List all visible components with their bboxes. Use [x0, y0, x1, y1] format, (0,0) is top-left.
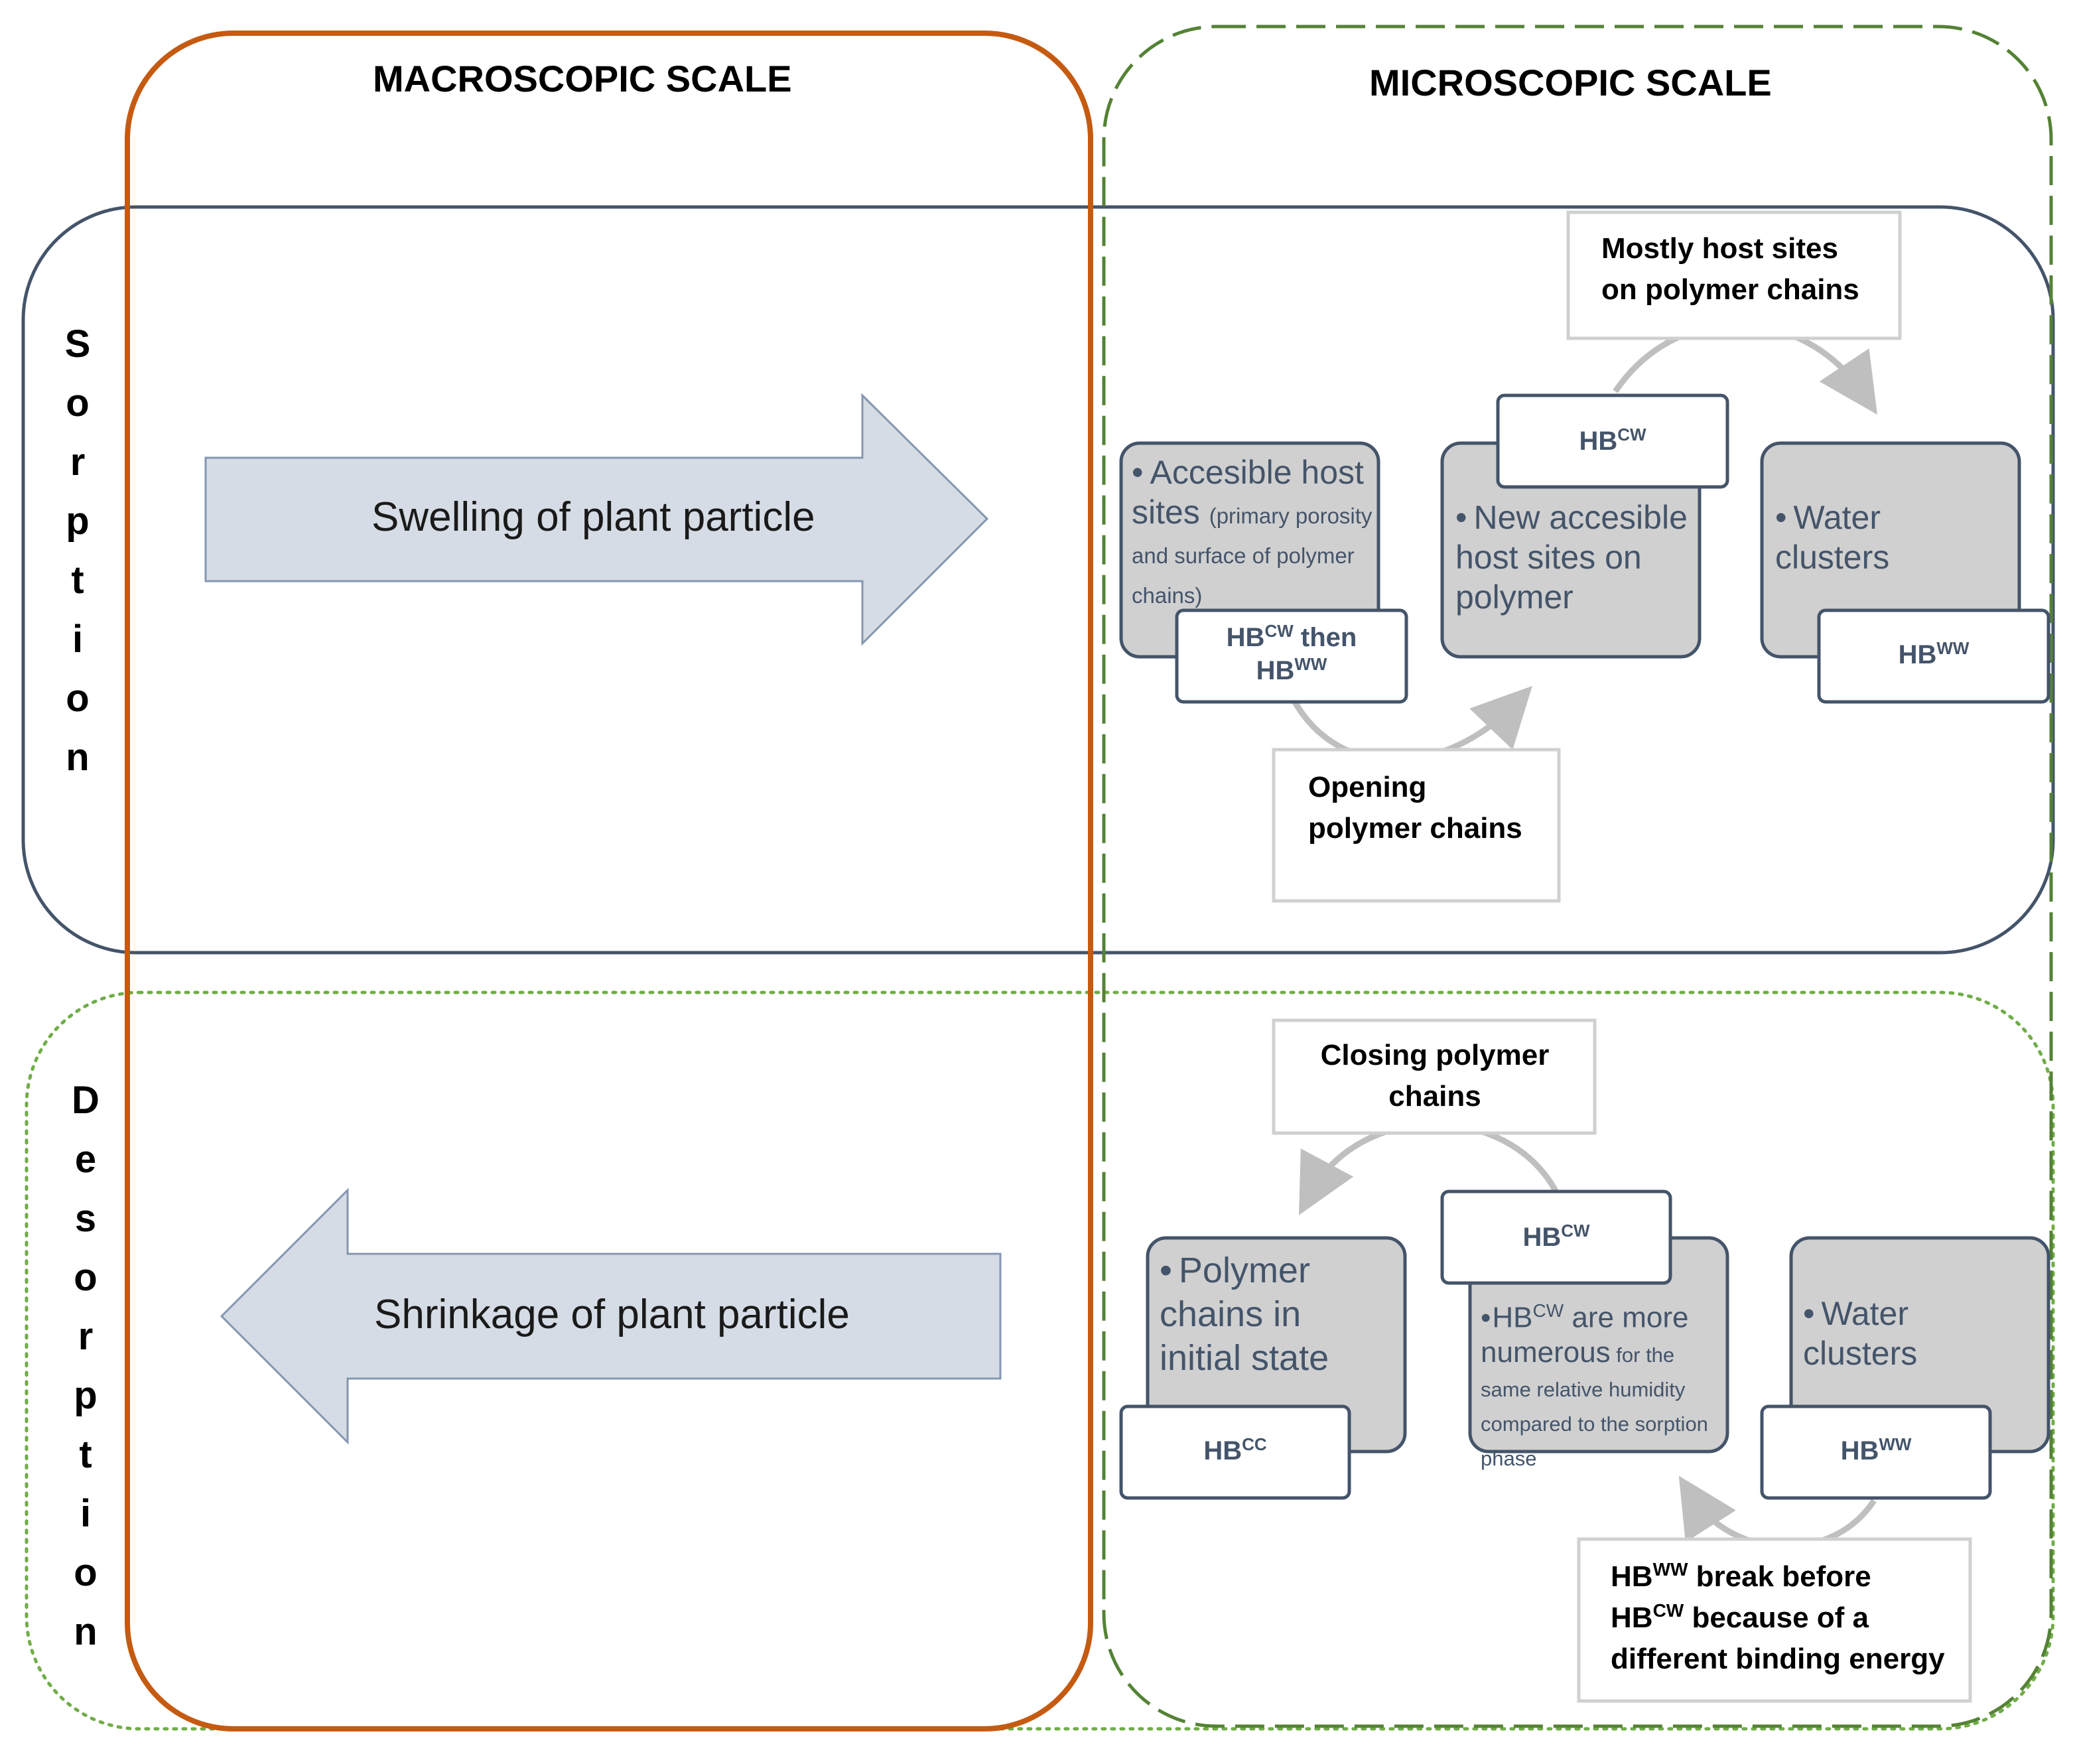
note-box-closing [1272, 1018, 1597, 1135]
note-break: HBWW break before HBCW because of a diff… [1611, 1556, 1956, 1680]
note-box-mostly [1566, 210, 1902, 340]
sorption-node-1-text: •Accesible host sites (primary porosity … [1132, 452, 1374, 612]
hb-label: HB [1611, 1601, 1653, 1634]
microscopic-column-frame [1102, 25, 2053, 1728]
desorption-letter: o [74, 1256, 98, 1299]
hb-sup: CW [1532, 1300, 1564, 1321]
desorption-node-2-hb-lead: HB [1492, 1301, 1533, 1334]
sorption-node-1-hb-box [1175, 608, 1408, 704]
bullet-icon: • [1775, 499, 1787, 536]
bullet-icon: • [1455, 499, 1467, 536]
hb-then: then [1293, 623, 1357, 652]
hb-sup: WW [1879, 1434, 1912, 1454]
sorption-node-3-label: Water clusters [1775, 499, 1890, 576]
bullet-icon: • [1160, 1251, 1172, 1290]
desorption-letter: s [74, 1197, 97, 1240]
desorption-node-1-hb-box [1119, 1404, 1351, 1500]
desorption-node-2-text: •HBCW are more numerous for the same rel… [1481, 1294, 1721, 1473]
hb-label: HB [1840, 1436, 1879, 1465]
hb-label: HB [1579, 427, 1618, 456]
hb-label: HB [1898, 640, 1937, 669]
desorption-node-3-hb-box [1760, 1404, 1992, 1500]
sorption-row-label: S o r p t i o n [61, 314, 94, 787]
note-mostly: Mostly host sites on polymer chains [1601, 232, 1859, 306]
sorption-letter: i [72, 618, 84, 661]
macroscopic-column-frame [125, 31, 1093, 1731]
desorption-letter: n [74, 1610, 98, 1653]
hb-sup: CW [1561, 1221, 1590, 1241]
desorption-letter: r [78, 1315, 94, 1358]
note-break-text-1: break before [1688, 1560, 1871, 1593]
desorption-letter: p [74, 1374, 98, 1417]
bullet-icon: • [1132, 454, 1144, 491]
sorption-node-2-hb: HBCW [1498, 425, 1727, 458]
desorption-node-1-label: Polymer chains in initial state [1160, 1251, 1329, 1378]
sorption-letter: n [66, 736, 90, 779]
bullet-icon: • [1481, 1301, 1491, 1334]
note-break-text-2: because of a different binding energy [1611, 1601, 1945, 1675]
sorption-node-2-text: •New accesible host sites on polymer [1455, 498, 1694, 617]
desorption-node-3-text: •Water clusters [1803, 1294, 2029, 1373]
note-box-opening [1272, 748, 1561, 903]
swelling-label: Swelling of plant particle [371, 494, 815, 540]
hb-label: HB [1522, 1223, 1562, 1252]
desorption-node-1-text: •Polymer chains in initial state [1160, 1249, 1392, 1380]
desorption-node-2-hb-box [1440, 1189, 1672, 1285]
desorption-node-3-hb: HBWW [1762, 1434, 1990, 1467]
bullet-icon: • [1803, 1295, 1815, 1332]
sorption-node-1-small: (primary porosity and surface of polymer… [1132, 504, 1373, 608]
sorption-node-1-main: Accesible host sites [1132, 454, 1364, 531]
sorption-letter: p [66, 500, 90, 543]
sorption-letter: S [64, 322, 91, 366]
hb-sup: WW [1294, 654, 1327, 674]
sorption-row-frame [21, 205, 2055, 955]
note-closing: Closing polymer chains [1320, 1039, 1550, 1113]
macroscopic-title: MACROSCOPIC SCALE [373, 58, 792, 100]
desorption-node-2-hb: HBCW [1442, 1221, 1670, 1254]
microscopic-title: MICROSCOPIC SCALE [1369, 62, 1772, 103]
sorption-letter: t [71, 559, 84, 602]
sorption-node-3-hb: HBWW [1819, 638, 2048, 671]
sorption-letter: o [66, 381, 90, 425]
desorption-letter: t [79, 1433, 92, 1476]
desorption-letter: i [80, 1492, 92, 1535]
desorption-letter: o [74, 1551, 98, 1594]
hb-label: HB [1256, 656, 1295, 685]
shrinkage-label: Shrinkage of plant particle [374, 1292, 850, 1337]
hb-sup: CW [1264, 621, 1294, 641]
desorption-letter: D [72, 1079, 100, 1122]
hb-sup: WW [1936, 638, 1970, 658]
note-box-break [1577, 1537, 1972, 1703]
desorption-letter: e [74, 1138, 97, 1181]
desorption-node-1-hb: HBCC [1121, 1434, 1349, 1467]
hb-label: HB [1226, 623, 1265, 652]
desorption-node-2-main: are more numerous [1481, 1301, 1689, 1369]
sorption-node-3-text: •Water clusters [1775, 498, 1994, 577]
desorption-row-label: D e s o r p t i o n [69, 1071, 102, 1661]
hb-label: HB [1611, 1560, 1653, 1593]
shrinkage-arrow [220, 1187, 1002, 1445]
hb-sup: WW [1652, 1559, 1688, 1580]
sorption-node-1-hb: HBCW then HBWW [1177, 621, 1406, 687]
sorption-node-3-hb-box [1817, 608, 2050, 704]
sorption-node-2-label: New accesible host sites on polymer [1455, 499, 1688, 616]
note-opening: Opening polymer chains [1308, 771, 1522, 845]
swelling-arrow [204, 393, 989, 646]
desorption-row-frame [25, 990, 2055, 1731]
sorption-node-2-hb-box [1496, 393, 1729, 489]
hb-sup: CW [1652, 1600, 1684, 1621]
hb-sup: CC [1242, 1434, 1267, 1454]
desorption-node-3-label: Water clusters [1803, 1295, 1918, 1372]
hb-sup: CW [1617, 425, 1646, 444]
hb-label: HB [1203, 1436, 1242, 1465]
sorption-letter: o [66, 677, 90, 720]
desorption-node-2-small: for the same relative humidity compared … [1481, 1343, 1708, 1470]
sorption-letter: r [70, 441, 86, 484]
